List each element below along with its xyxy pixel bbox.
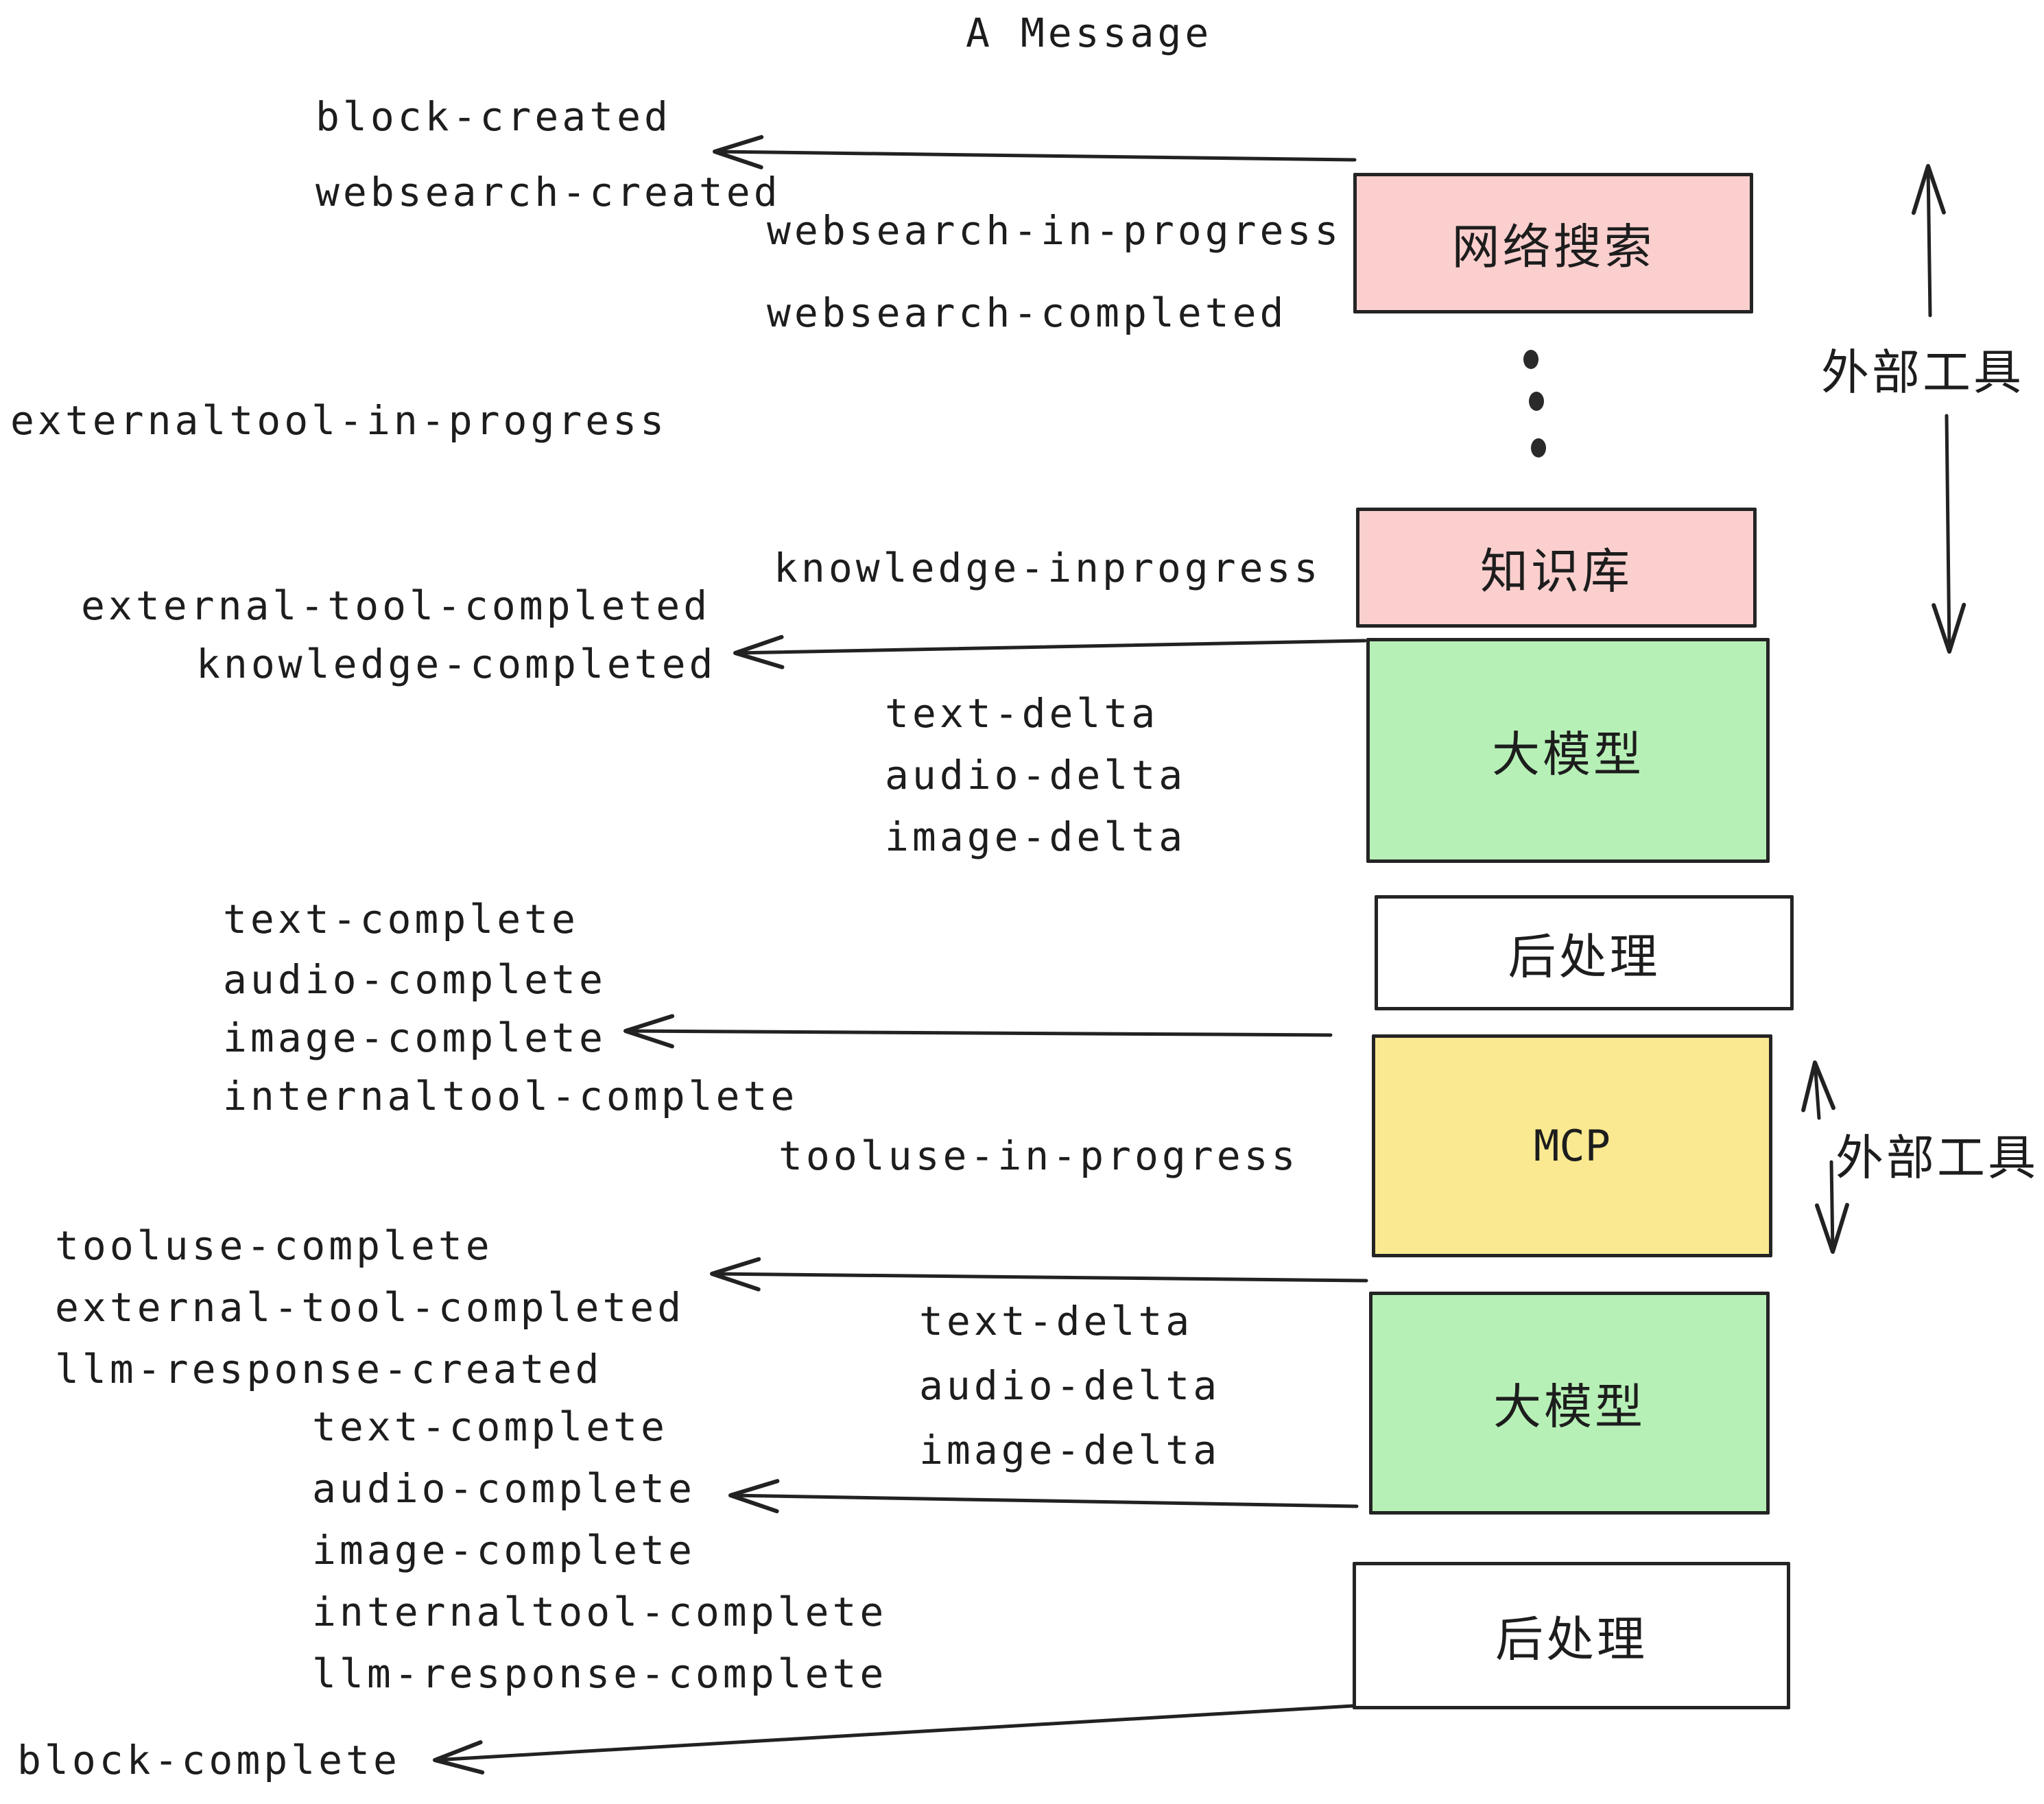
event-websearch-in-progress: websearch-in-progress [767,207,1342,254]
external-tools-label-top: 外部工具 [1821,344,2024,401]
event-internaltool-complete-2: internaltool-complete [312,1589,888,1635]
event-image-complete-1: image-complete [223,1014,606,1061]
event-text-delta-1: text-delta [885,690,1159,737]
external-tools-up-arrow-2 [1801,1060,1835,1120]
arrow-websearch-to-created [713,134,1357,169]
external-tools-down-arrow-2 [1814,1160,1849,1254]
arrow-llm2-to-complete-list [728,1479,1359,1514]
diagram-title: A Message [966,10,1213,56]
event-text-complete-1: text-complete [223,896,579,942]
event-audio-complete-1: audio-complete [223,956,606,1003]
box-knowledge-base-label: 知识库 [1480,543,1632,600]
arrow-postprocess2-to-block-complete [433,1704,1355,1775]
external-tools-up-arrow-1 [1911,164,1946,318]
box-websearch: 网络搜索 [1353,173,1753,313]
arrow-postprocess1-to-complete-list [623,1014,1333,1049]
external-tools-down-arrow-1 [1932,414,1966,654]
event-external-tool-completed-2: external-tool-completed [55,1284,685,1331]
arrow-knowledge-to-completed [733,634,1367,669]
box-llm-1: 大模型 [1366,638,1770,863]
event-image-delta-1: image-delta [885,814,1187,860]
box-mcp-label: MCP [1534,1121,1611,1171]
box-postprocess-1: 后处理 [1375,895,1794,1010]
box-mcp: MCP [1372,1034,1772,1257]
event-externaltool-in-progress: externaltool-in-progress [10,397,668,444]
event-external-tool-completed: external-tool-completed [81,582,711,629]
box-llm-2: 大模型 [1369,1292,1770,1515]
box-postprocess-1-label: 后处理 [1508,928,1661,985]
box-postprocess-2: 后处理 [1353,1562,1790,1709]
event-tooluse-complete: tooluse-complete [55,1222,493,1269]
event-websearch-created: websearch-created [316,169,781,215]
event-llm-response-complete: llm-response-complete [312,1650,888,1697]
event-audio-delta-2: audio-delta [919,1362,1221,1409]
event-internaltool-complete-1: internaltool-complete [223,1073,798,1119]
ellipsis-dots [1523,350,1546,458]
event-text-delta-2: text-delta [919,1298,1193,1344]
event-llm-response-created: llm-response-created [55,1346,603,1392]
event-knowledge-inprogress: knowledge-inprogress [774,545,1322,591]
event-block-created: block-created [316,93,672,140]
event-block-complete: block-complete [17,1737,401,1783]
event-knowledge-completed: knowledge-completed [196,641,717,687]
event-audio-complete-2: audio-complete [312,1465,696,1512]
box-llm-2-label: 大模型 [1493,1379,1645,1435]
arrow-mcp-to-tooluse-complete [710,1257,1368,1292]
event-text-complete-2: text-complete [312,1403,668,1450]
event-image-delta-2: image-delta [919,1427,1221,1473]
box-llm-1-label: 大模型 [1492,726,1644,783]
event-websearch-completed: websearch-completed [767,289,1287,336]
box-postprocess-2-label: 后处理 [1495,1611,1648,1667]
event-tooluse-in-progress: tooluse-in-progress [779,1132,1299,1179]
event-image-complete-2: image-complete [312,1527,696,1574]
box-websearch-label: 网络搜索 [1451,219,1655,275]
box-knowledge-base: 知识库 [1356,508,1757,628]
event-audio-delta-1: audio-delta [885,752,1187,798]
external-tools-label-bottom: 外部工具 [1835,1130,2039,1186]
